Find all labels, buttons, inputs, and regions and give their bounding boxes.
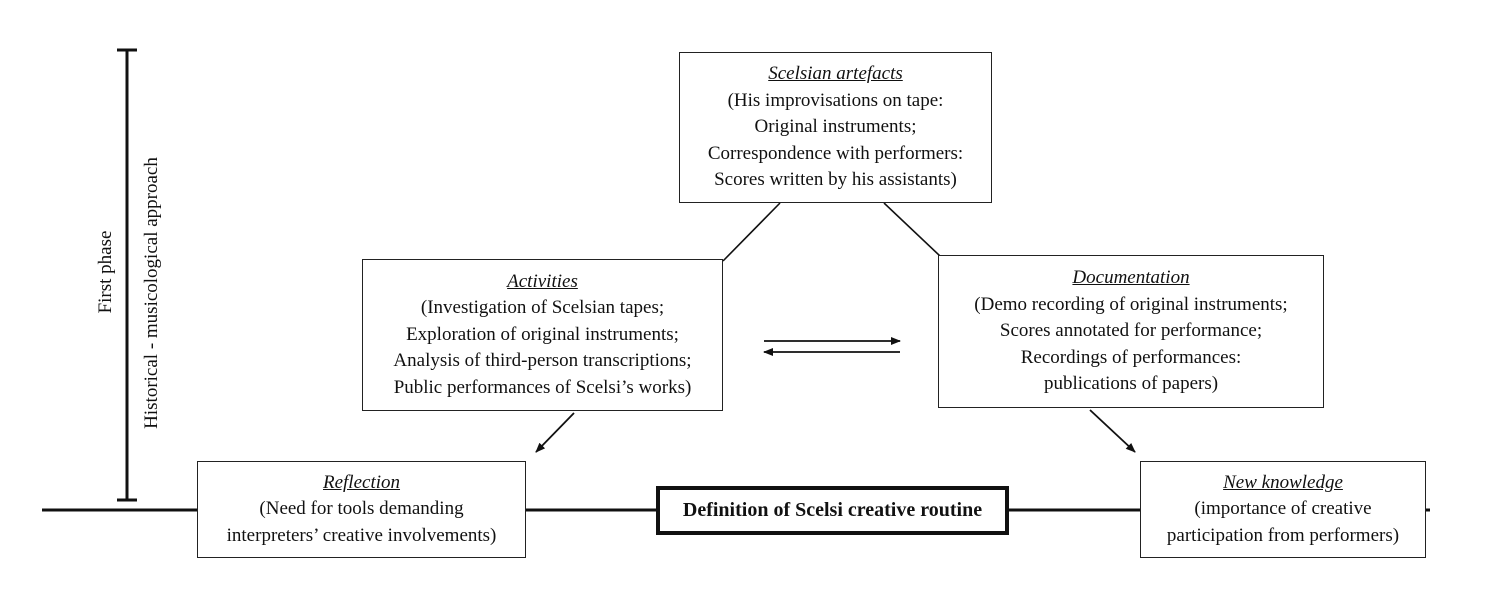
box-title: Reflection — [322, 471, 401, 493]
definition-label: Definition of Scelsi creative routine — [682, 499, 983, 522]
box-line: Original instruments; — [754, 116, 917, 138]
box-line: (Need for tools demanding — [259, 498, 464, 520]
box-line: Correspondence with performers: — [707, 142, 964, 164]
box-title: Activities — [507, 270, 578, 292]
box-line: publications of papers) — [1043, 373, 1219, 395]
approach-label: Historical - musicological approach — [141, 157, 162, 429]
box-line: Scores annotated for performance; — [999, 320, 1263, 342]
new-knowledge-box: New knowledge (importance of creative pa… — [1140, 461, 1426, 558]
box-line: Scores written by his assistants) — [714, 169, 957, 191]
box-line: participation from performers) — [1166, 524, 1400, 546]
box-line: (Investigation of Scelsian tapes; — [420, 297, 665, 319]
box-line: Analysis of third-person transcriptions; — [393, 350, 692, 372]
definition-box: Definition of Scelsi creative routine — [656, 486, 1009, 535]
box-line: interpreters’ creative involvements) — [226, 524, 497, 546]
activities-box: Activities (Investigation of Scelsian ta… — [362, 259, 723, 411]
first-phase-label: First phase — [95, 230, 116, 314]
box-title: New knowledge — [1223, 471, 1343, 493]
box-line: (Demo recording of original instruments; — [974, 293, 1288, 315]
reflection-box: Reflection (Need for tools demanding int… — [197, 461, 526, 558]
box-line: Public performances of Scelsi’s works) — [393, 376, 692, 398]
arrow-documentation-to-knowledge — [1089, 409, 1136, 453]
connector-artefacts-activities — [722, 202, 781, 262]
documentation-box: Documentation (Demo recording of origina… — [938, 255, 1324, 408]
connector-artefacts-documentation — [883, 202, 941, 257]
box-line: Recordings of performances: — [1020, 346, 1242, 368]
arrow-activities-to-reflection — [535, 412, 575, 453]
scelsian-artefacts-box: Scelsian artefacts (His improvisations o… — [679, 52, 992, 203]
box-line: Exploration of original instruments; — [406, 323, 679, 345]
box-title: Documentation — [1072, 267, 1190, 289]
box-line: (His improvisations on tape: — [727, 89, 944, 111]
box-line: (importance of creative — [1194, 498, 1372, 520]
box-title: Scelsian artefacts — [768, 63, 903, 85]
